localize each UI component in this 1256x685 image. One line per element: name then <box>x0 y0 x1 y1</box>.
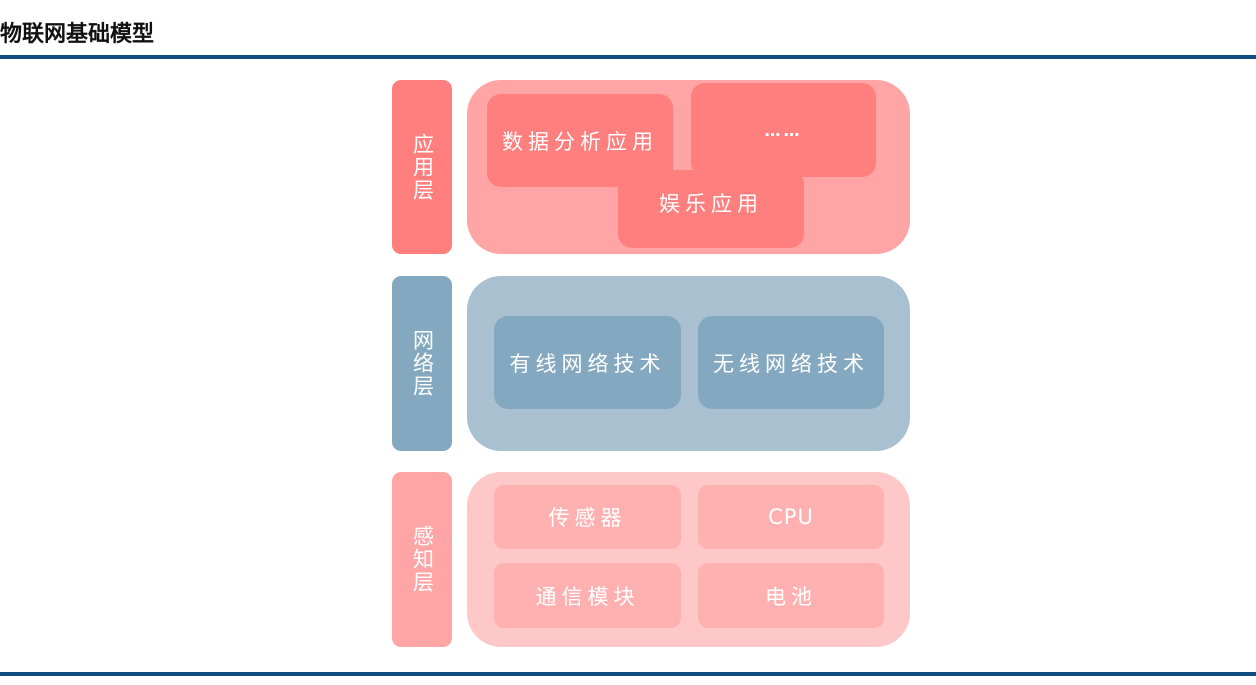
perception-item-sensor: 传感器 <box>494 485 681 549</box>
perception-item-comm-module: 通信模块 <box>494 563 681 628</box>
top-divider <box>0 55 1256 59</box>
network-layer-label: 网络层 <box>392 276 452 451</box>
application-item-entertainment: 娱乐应用 <box>618 170 804 248</box>
application-layer-label: 应用层 <box>392 80 452 254</box>
page-title: 物联网基础模型 <box>0 22 155 47</box>
network-item-wired: 有线网络技术 <box>494 316 681 409</box>
perception-layer-label: 感知层 <box>392 472 452 647</box>
bottom-divider <box>0 672 1256 676</box>
application-item-more: …… <box>691 83 876 177</box>
network-item-wireless: 无线网络技术 <box>698 316 884 409</box>
perception-item-cpu: CPU <box>698 485 884 549</box>
perception-item-battery: 电池 <box>698 563 884 628</box>
